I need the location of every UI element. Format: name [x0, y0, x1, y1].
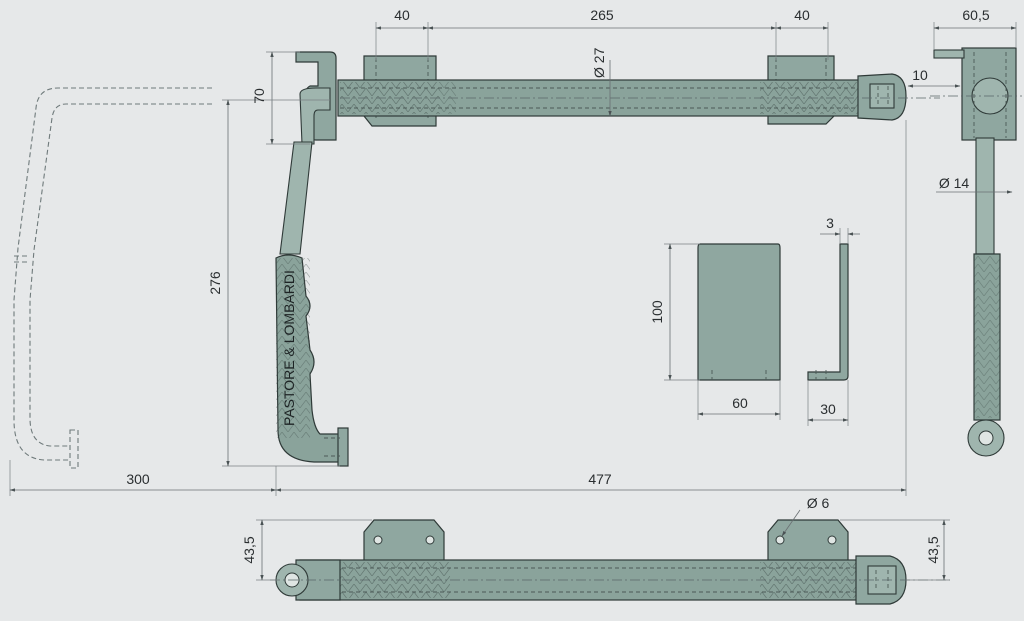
dim-top-265: 265	[590, 7, 614, 23]
dim-right-60-5: 60,5	[962, 7, 989, 23]
dim-diameter-6: Ø 6	[807, 495, 830, 511]
ghost-handle-outline	[13, 87, 212, 469]
dim-gap-10: 10	[912, 67, 928, 83]
dim-diameter-14: Ø 14	[939, 175, 970, 191]
mounting-plate	[697, 243, 849, 381]
dim-bottom-left-43-5: 43,5	[241, 536, 257, 563]
dimension-labels: 40 265 40 60,5 Ø 27 70 10 Ø 14 276 100 3…	[126, 7, 990, 564]
dim-bottom-right-43-5: 43,5	[925, 536, 941, 563]
dim-plate-30: 30	[820, 401, 836, 417]
brand-engraving: PASTORE & LOMBARDI	[281, 270, 297, 426]
bar-top-view	[270, 519, 950, 605]
dim-height-70: 70	[251, 88, 267, 104]
dim-top-left-40: 40	[394, 7, 410, 23]
dim-width-300: 300	[126, 471, 150, 487]
dim-height-276: 276	[207, 271, 223, 295]
side-view	[930, 47, 1022, 457]
dim-width-477: 477	[588, 471, 612, 487]
dim-plate-thickness-3: 3	[826, 215, 834, 231]
dim-plate-60: 60	[732, 395, 748, 411]
horizontal-bar-front	[337, 55, 940, 127]
dimension-lines	[9, 22, 1017, 581]
dim-diameter-27: Ø 27	[591, 47, 607, 78]
dim-plate-100: 100	[649, 300, 665, 324]
handle-front-view: PASTORE & LOMBARDI	[275, 51, 349, 467]
dim-top-right-40: 40	[794, 7, 810, 23]
